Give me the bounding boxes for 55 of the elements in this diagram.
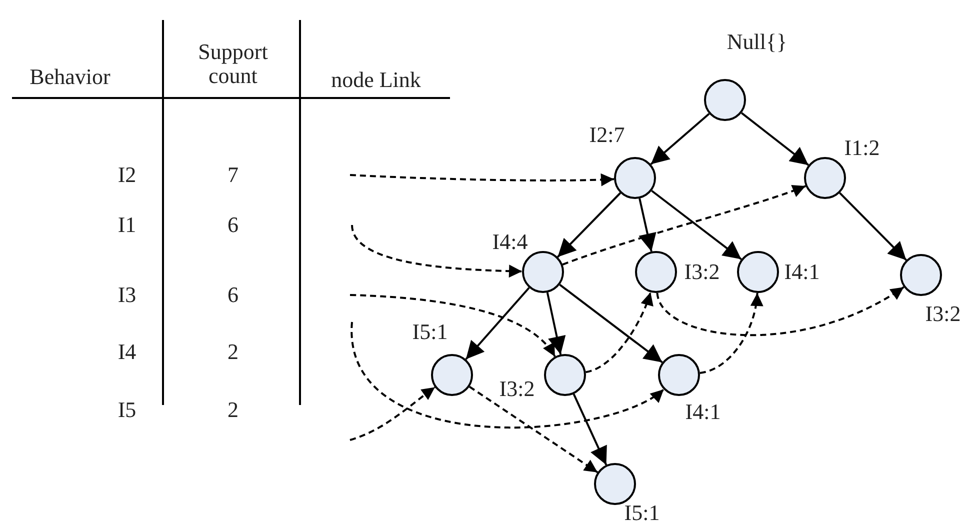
tree-arrow	[740, 112, 810, 166]
table-cell: 2	[228, 340, 238, 364]
node-label: I3:2	[499, 377, 535, 401]
tree-arrow	[556, 192, 622, 258]
tree-arrow	[559, 284, 663, 364]
table-cell: 7	[228, 163, 238, 187]
node-label: I1:2	[844, 136, 880, 160]
tree-arrow	[651, 190, 742, 260]
node-label: I3:2	[684, 260, 720, 284]
table-cell: I5	[118, 398, 136, 422]
node-link-arrow	[351, 322, 664, 428]
tree-arrow	[650, 113, 710, 165]
node-link-arrow	[350, 173, 614, 186]
table-cell: 2	[228, 398, 238, 422]
column-header: Behavior	[30, 65, 110, 89]
table-cell: I1	[118, 213, 136, 237]
table-cell: 6	[228, 213, 238, 237]
tree-node-circle	[544, 354, 586, 396]
node-label: I5:1	[412, 320, 448, 344]
tree-node-circle	[431, 354, 473, 396]
node-link-arrow	[562, 184, 806, 266]
node-link-arrow	[468, 386, 598, 474]
tree-arrow	[546, 292, 566, 355]
node-label: I3:2	[925, 302, 961, 326]
tree-arrow	[572, 394, 608, 466]
node-link-arrow	[351, 224, 522, 278]
table-cell: I4	[118, 340, 136, 364]
node-label: I4:1	[784, 260, 820, 284]
tree-node-circle	[658, 354, 700, 396]
node-link-arrow	[700, 292, 763, 374]
table-cell: I2	[118, 163, 136, 187]
table-cell: 6	[228, 283, 238, 307]
column-header: Support count	[197, 40, 269, 88]
node-link-arrow	[350, 294, 556, 358]
node-label: I4:4	[492, 230, 528, 254]
tree-node-circle	[614, 157, 656, 199]
tree-node-circle	[704, 79, 746, 121]
node-label: I2:7	[589, 123, 625, 147]
tree-node-circle	[635, 251, 677, 293]
tree-node-circle	[737, 251, 779, 293]
tree-arrow	[465, 287, 530, 360]
node-link-arrow	[586, 292, 653, 374]
node-label: Null{}	[726, 30, 788, 54]
tree-node-circle	[594, 463, 636, 505]
tree-arrow	[638, 198, 656, 252]
column-header: node Link	[331, 68, 421, 92]
tree-node-circle	[804, 157, 846, 199]
table-cell: I3	[118, 283, 136, 307]
tree-node-circle	[900, 254, 942, 296]
node-link-arrow	[656, 286, 904, 336]
node-link-arrow	[350, 386, 436, 441]
tree-node-circle	[522, 251, 564, 293]
node-label: I4:1	[685, 400, 721, 424]
tree-arrow	[839, 192, 907, 261]
node-label: I5:1	[624, 501, 660, 525]
